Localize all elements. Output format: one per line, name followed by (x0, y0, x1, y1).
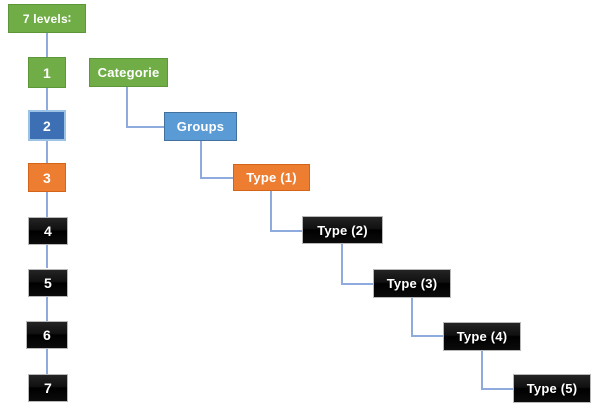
level-box-2[interactable]: 2 (28, 110, 66, 141)
hierarchy-box-categorie[interactable]: Categorie (89, 58, 168, 87)
connector-title-to-level-1 (46, 32, 48, 58)
connector-level-5-to-6 (46, 297, 48, 321)
connector-type1-to-type2-vertical (270, 190, 272, 231)
level-box-4[interactable]: 4 (28, 217, 68, 245)
hierarchy-box-groups[interactable]: Groups (164, 112, 237, 141)
connector-type1-to-type2-horizontal (270, 230, 303, 232)
connector-categorie-to-groups-vertical (126, 86, 128, 127)
level-box-1[interactable]: 1 (28, 57, 66, 88)
connector-type3-to-type4-horizontal (411, 335, 444, 337)
level-box-6[interactable]: 6 (26, 321, 68, 349)
connector-groups-to-type1-vertical (200, 140, 202, 178)
connector-type2-to-type3-horizontal (341, 283, 374, 285)
hierarchy-box-type-4[interactable]: Type (4) (443, 322, 521, 351)
connector-type4-to-type5-horizontal (481, 388, 514, 390)
connector-level-2-to-3 (46, 141, 48, 164)
connector-type4-to-type5-vertical (481, 350, 483, 389)
connector-categorie-to-groups-horizontal (126, 126, 166, 128)
connector-level-4-to-5 (46, 245, 48, 268)
hierarchy-box-type-3[interactable]: Type (3) (373, 269, 451, 298)
connector-type2-to-type3-vertical (341, 243, 343, 284)
connector-groups-to-type1-horizontal (200, 177, 234, 179)
hierarchy-box-type-1[interactable]: Type (1) (233, 164, 310, 191)
hierarchy-box-type-2[interactable]: Type (2) (302, 216, 383, 244)
connector-level-1-to-2 (46, 88, 48, 111)
level-box-5[interactable]: 5 (28, 269, 68, 297)
title-box-7-levels[interactable]: 7 levels∶ (8, 4, 86, 33)
level-box-3[interactable]: 3 (28, 163, 66, 192)
connector-type3-to-type4-vertical (411, 297, 413, 336)
connector-level-3-to-4 (46, 192, 48, 217)
connector-level-6-to-7 (46, 349, 48, 374)
level-box-7[interactable]: 7 (28, 374, 68, 402)
hierarchy-box-type-5[interactable]: Type (5) (513, 374, 591, 403)
